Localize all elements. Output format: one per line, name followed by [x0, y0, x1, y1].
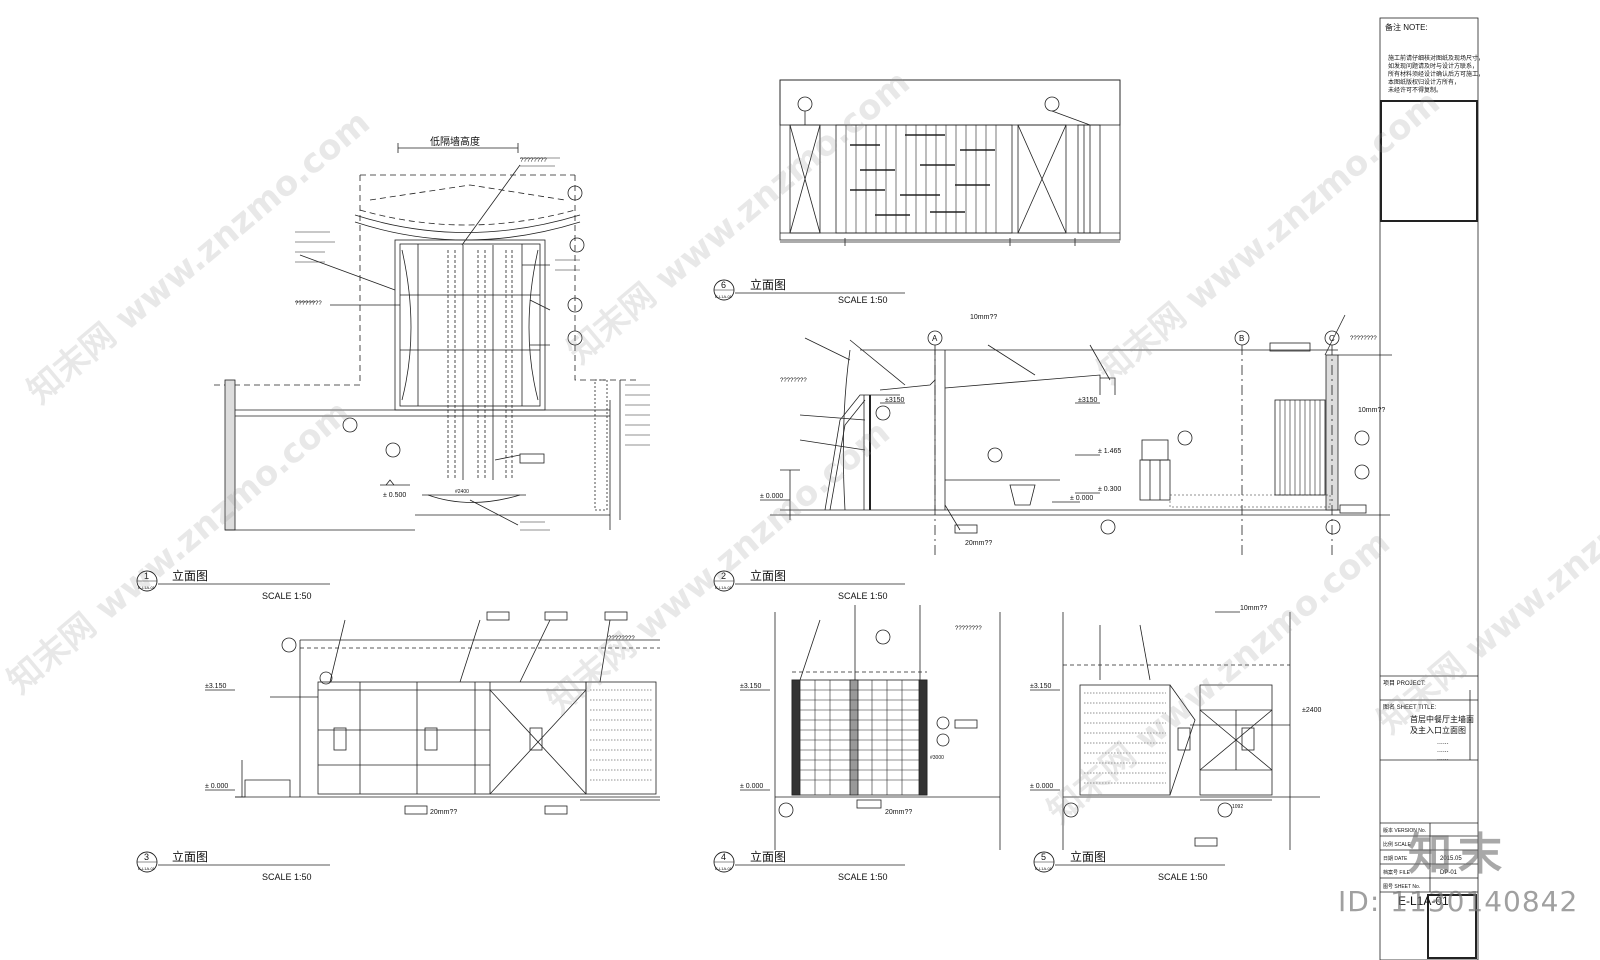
drawing-5-title: 立面图 [1070, 849, 1106, 864]
drawing-5-elevation [1030, 611, 1320, 850]
d1-header-label: 低隔墙高度 [430, 135, 480, 148]
drawing-5-ref: E-L1A-01 [1035, 866, 1053, 871]
d4-note: 20mm?? [885, 809, 912, 816]
d3-level: ±3.150 [205, 683, 226, 690]
drawing-3-scale: SCALE 1:50 [262, 872, 312, 882]
notes-title: 备注 NOTE: [1385, 22, 1428, 32]
drawing-2-section [760, 314, 1392, 555]
d2-level: ± 0.000 [1070, 495, 1093, 502]
image-id-label: ID: 1130140842 [1338, 885, 1579, 918]
d2-level: ±3150 [1078, 397, 1098, 404]
placeholder-note: ???????? [1350, 336, 1377, 342]
drawing-5-scale: SCALE 1:50 [1158, 872, 1208, 882]
drawing-4-elevation [740, 605, 1001, 850]
drawing-2-ref: E-L1A-01 [715, 585, 733, 590]
drawing-2-number: 2 [721, 571, 726, 581]
dimension-annotations: 低隔墙高度 ± 0.500 #2400 ±3150 ±3150 ± 1.465 … [205, 135, 1385, 816]
drawing-6-ceiling-elevation [779, 79, 1121, 246]
placeholder-note: ???????? [608, 636, 635, 642]
tb-row-label: 比例 SCALE [1383, 841, 1411, 848]
d2-level: ±3150 [885, 397, 905, 404]
sheet-title-line: 首层中餐厅主墙面 [1410, 714, 1474, 724]
drawing-3-number: 3 [144, 852, 149, 862]
drawing-4-scale: SCALE 1:50 [838, 872, 888, 882]
sheet-title-line: ...... [1437, 755, 1449, 762]
drawing-6-title: 立面图 [750, 277, 786, 292]
notes-line: 施工前请仔细核对图纸及现场尺寸， [1388, 54, 1484, 62]
d5-note: 10mm?? [1240, 605, 1267, 612]
grid-c: C [1329, 334, 1335, 343]
title-block-text: 备注 NOTE: 施工前请仔细核对图纸及现场尺寸， 如发现问题请及时与设计方联系… [1383, 22, 1484, 908]
drawing-4-title: 立面图 [750, 849, 786, 864]
drawing-3-elevation [205, 611, 660, 815]
grid-a: A [932, 334, 938, 343]
drawing-3-title: 立面图 [172, 849, 208, 864]
drawing-4-number: 4 [721, 852, 726, 862]
d5-dim: 1092 [1232, 804, 1243, 810]
grid-b: B [1239, 334, 1244, 343]
drawing-1-title: 立面图 [172, 568, 208, 583]
tb-row-value: DP-01 [1440, 870, 1458, 876]
d5-level: ±2400 [1302, 707, 1322, 714]
d4-dim: #3000 [930, 755, 944, 761]
drawing-5-number: 5 [1041, 852, 1046, 862]
d3-level: ± 0.000 [205, 783, 228, 790]
d3-note: 20mm?? [430, 809, 457, 816]
placeholder-note: ???????? [780, 378, 807, 384]
d2-note: 10mm?? [970, 314, 997, 321]
drawing-1-scale: SCALE 1:50 [262, 591, 312, 601]
d5-level: ±3.150 [1030, 683, 1051, 690]
drawing-2-title: 立面图 [750, 568, 786, 583]
d5-level: ± 0.000 [1030, 783, 1053, 790]
placeholder-note: ???????? [955, 626, 982, 632]
d4-level: ± 0.000 [740, 783, 763, 790]
project-label: 项目 PROJECT: [1383, 680, 1426, 687]
drawing-titles: 1 E-L1A-01 立面图 SCALE 1:50 2 E-L1A-01 立面图… [136, 277, 1225, 882]
drawing-3-ref: E-L1A-01 [138, 866, 156, 871]
title-block-frame [1379, 17, 1479, 960]
sheet-title-line: 及主入口立面图 [1410, 725, 1466, 735]
placeholder-note: ???????? [295, 301, 322, 307]
drawing-4-ref: E-L1A-01 [715, 866, 733, 871]
drawing-1-elevation [210, 143, 650, 531]
d2-level: ± 0.300 [1098, 486, 1121, 493]
placeholder-note: ???????? [520, 158, 547, 164]
notes-line: 如发现问题请及时与设计方联系， [1388, 62, 1478, 70]
sheet-title-label: 图名 SHEET TITLE: [1383, 703, 1436, 711]
sheet-title-line: ...... [1437, 747, 1449, 754]
notes-line: 未经许可不得复制。 [1388, 86, 1442, 94]
tb-row-label: 档案号 FILE [1383, 869, 1411, 876]
notes-line: 本图纸版权归设计方所有， [1388, 78, 1460, 86]
drawing-1-ref: E-L1A-01 [138, 585, 156, 590]
d2-level: ± 0.000 [760, 493, 783, 500]
d2-note: 10mm?? [1358, 407, 1385, 414]
d4-level: ±3.150 [740, 683, 761, 690]
tb-row-value: 2015.05 [1440, 856, 1462, 862]
drawing-6-number: 6 [721, 280, 726, 290]
sheet-title-line: ...... [1437, 739, 1449, 746]
d1-level: ± 0.500 [383, 492, 406, 499]
d2-note: 20mm?? [965, 540, 992, 547]
drawing-6-ref: E-L1A-01 [715, 294, 733, 299]
d1-dim: #2400 [455, 489, 469, 495]
sheet-number: E-L1A-01 [1398, 894, 1449, 908]
tb-row-label: 图号 SHEET No. [1383, 884, 1420, 890]
drawing-1-number: 1 [144, 571, 149, 581]
brand-logo: 知末 [1408, 829, 1508, 880]
tb-row-label: 版本 VERSION No. [1383, 827, 1426, 834]
drawing-6-scale: SCALE 1:50 [838, 295, 888, 305]
d2-level: ± 1.465 [1098, 448, 1121, 455]
tb-row-label: 日期 DATE [1383, 856, 1408, 862]
notes-line: 所有材料须经设计确认后方可施工， [1388, 70, 1484, 78]
drawing-2-scale: SCALE 1:50 [838, 591, 888, 601]
